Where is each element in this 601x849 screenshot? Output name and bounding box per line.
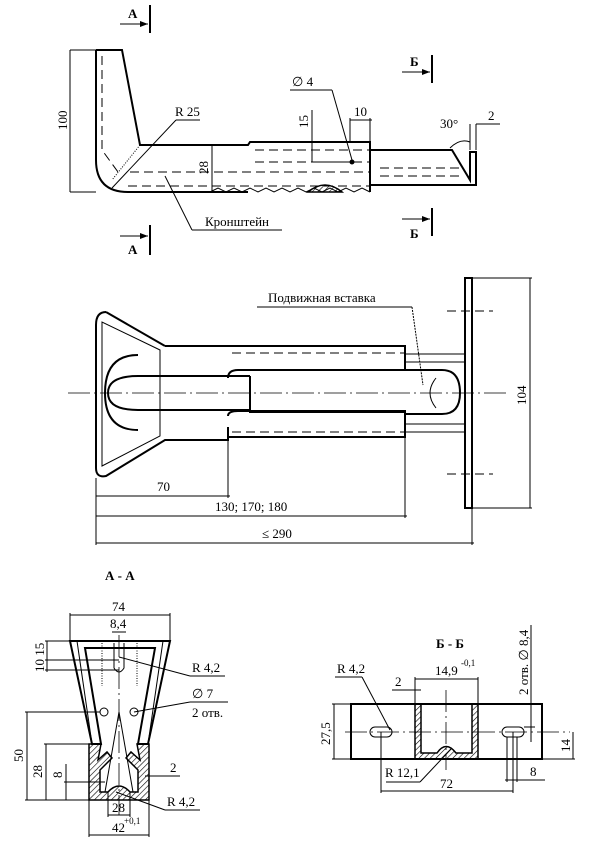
dim-8-4: 8,4 xyxy=(110,616,127,631)
dim-8: 8 xyxy=(50,772,65,779)
dim-r-4-2-bb: R 4,2 xyxy=(337,661,365,676)
dim-10-15: 10 15 xyxy=(32,643,47,672)
bracket-outline xyxy=(95,50,248,193)
frame-outer xyxy=(95,311,229,478)
mounting-plate xyxy=(464,277,473,509)
section-marker-a-bottom: А xyxy=(120,225,151,257)
label-bracket: Кронштейн xyxy=(205,214,269,229)
dim-27-5: 27,5 xyxy=(318,722,333,745)
section-aa: А - А 74 8,4 10 15 R 4,2 xyxy=(11,568,228,837)
dim-28-vertical: 28 xyxy=(30,765,45,778)
dim-2-aa: 2 xyxy=(170,760,177,775)
tolerance-14-9: -0,1 xyxy=(461,658,475,668)
label-movable-insert: Подвижная вставка xyxy=(268,290,376,305)
hole-dia-4 xyxy=(349,159,355,165)
dim-r-4-2-top: R 4,2 xyxy=(192,660,220,675)
dim-14-9: 14,9 xyxy=(435,663,458,678)
dim-holes-dia-8-4: 2 отв. ∅ 8,4 xyxy=(516,629,531,695)
dim-r-4-2-bottom: R 4,2 xyxy=(167,794,195,809)
section-label-a: А xyxy=(128,242,138,257)
section-marker-b-bottom: Б xyxy=(402,208,433,241)
dim-42: 42 xyxy=(112,820,125,835)
dim-290: ≤ 290 xyxy=(262,526,292,541)
hole-right xyxy=(129,707,139,717)
tolerance-42: +0,1 xyxy=(124,816,140,826)
section-label-a: А xyxy=(128,6,138,21)
dim-holes-2: 2 отв. xyxy=(192,705,223,720)
section-marker-a-top: А xyxy=(120,5,151,33)
side-view: А А Б Б xyxy=(55,5,500,257)
dim-8-bb: 8 xyxy=(530,764,537,779)
dim-height-100: 100 xyxy=(55,111,70,131)
section-marker-b-top: Б xyxy=(402,54,433,83)
dim-radius-25: R 25 xyxy=(175,104,200,119)
dim-74: 74 xyxy=(112,599,126,614)
section-bb: Б - Б R 4,2 14,9 -0,1 2 2 отв. ∅ 8,4 27,… xyxy=(318,625,575,793)
section-label-b: Б xyxy=(410,226,419,241)
hatched-section xyxy=(305,184,345,193)
section-label-b: Б xyxy=(410,54,419,69)
dim-130-170-180: 130; 170; 180 xyxy=(215,499,287,514)
dim-height-28: 28 xyxy=(196,161,211,174)
channel-section xyxy=(88,743,150,801)
dim-2-bb: 2 xyxy=(395,674,402,689)
section-bb-title: Б - Б xyxy=(436,636,464,651)
movable-insert xyxy=(405,369,462,415)
dim-70: 70 xyxy=(157,479,170,494)
channel-section-bb xyxy=(414,703,479,760)
section-aa-title: А - А xyxy=(105,568,135,583)
dim-dia-4: ∅ 4 xyxy=(292,74,314,89)
dim-r-12-1: R 12,1 xyxy=(385,765,420,780)
dim-angle-30: 30° xyxy=(440,116,458,131)
dim-28-horizontal: 28 xyxy=(112,800,125,815)
hole-left xyxy=(99,707,109,717)
dim-50: 50 xyxy=(11,749,26,762)
dim-14: 14 xyxy=(558,739,573,753)
dim-72: 72 xyxy=(440,776,453,791)
dim-dia-7: ∅ 7 xyxy=(192,686,214,701)
dim-104: 104 xyxy=(514,385,529,405)
dim-2: 2 xyxy=(488,108,495,123)
dim-10: 10 xyxy=(354,104,367,119)
serrated-edge xyxy=(209,187,371,193)
plan-view: Подвижная вставка 104 70 130; 170; 180 ≤… xyxy=(68,277,532,545)
dim-15: 15 xyxy=(296,115,311,128)
